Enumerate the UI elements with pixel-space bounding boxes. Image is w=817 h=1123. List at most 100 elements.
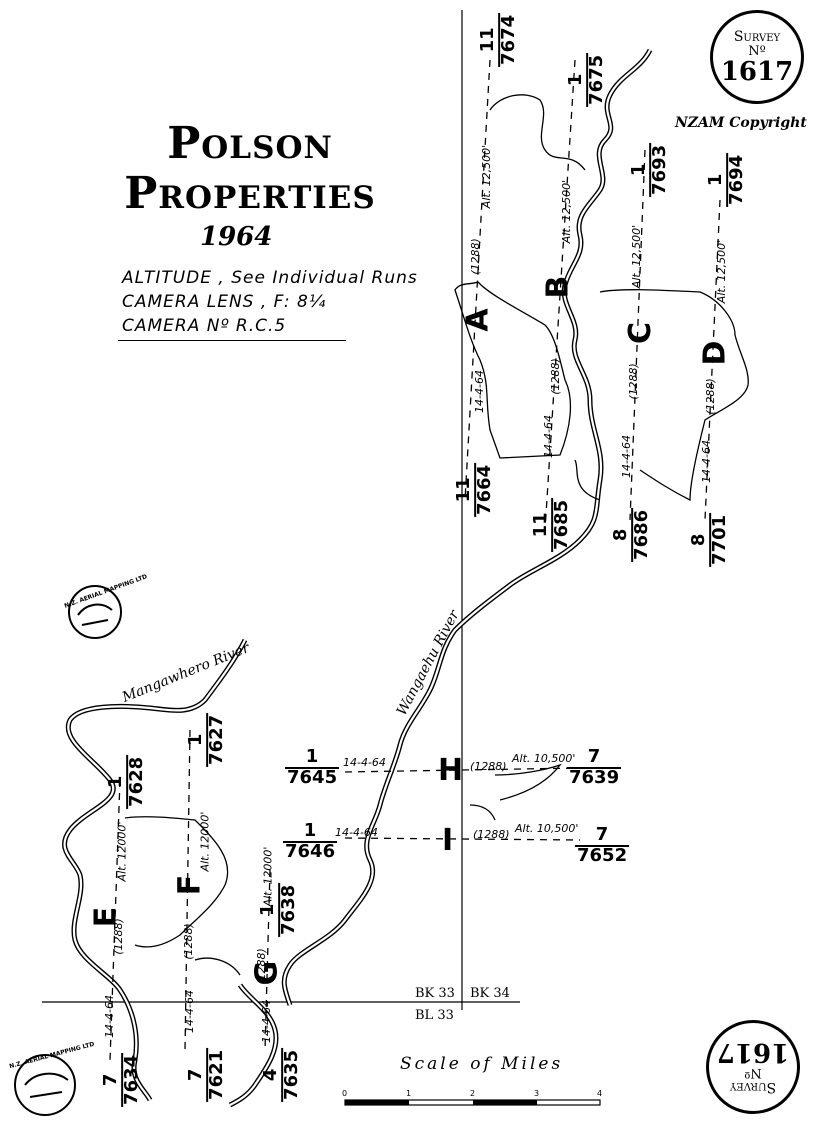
roll-label-h: (1288) bbox=[470, 760, 507, 773]
date-label-g: 14-4-64 bbox=[259, 1000, 273, 1043]
photo-ref-den: 7628 bbox=[126, 754, 148, 809]
photo-ref-7674: 11 7674 bbox=[477, 12, 520, 67]
flight-lines bbox=[109, 59, 721, 1061]
photo-ref-num: 7 bbox=[185, 1068, 207, 1082]
scale-tick-4: 4 bbox=[597, 1089, 603, 1098]
photo-ref-den: 7664 bbox=[474, 462, 496, 517]
photo-ref-num: 1 bbox=[185, 733, 207, 747]
photo-ref-den: 7685 bbox=[551, 497, 573, 552]
roll-label-f: (1288) bbox=[181, 923, 195, 960]
run-letter-a: A bbox=[460, 308, 496, 332]
photo-ref-num: 11 bbox=[530, 512, 552, 538]
photo-ref-7628: 1 7628 bbox=[105, 754, 148, 809]
photo-ref-7639: 7 7639 bbox=[567, 747, 622, 788]
altitude-info: ALTITUDE , See Individual Runs bbox=[122, 268, 418, 288]
roll-label-b: (1288) bbox=[548, 358, 562, 395]
photo-ref-7652: 7 7652 bbox=[575, 824, 630, 866]
photo-ref-den: 7652 bbox=[575, 844, 630, 866]
date-label-i: 14-4-64 bbox=[335, 826, 378, 839]
date-label-h: 14-4-64 bbox=[343, 756, 386, 769]
photo-ref-den: 7634 bbox=[121, 1052, 143, 1107]
run-letter-c: C bbox=[623, 321, 659, 345]
roll-label-i: (1288) bbox=[473, 828, 510, 841]
roll-label-a: (1288) bbox=[468, 238, 482, 275]
photo-ref-num: 1 bbox=[105, 775, 127, 789]
info-underline bbox=[118, 340, 346, 341]
run-letter-i: I bbox=[442, 823, 454, 858]
photo-ref-7686: 8 7686 bbox=[610, 507, 653, 562]
run-letter-h: H bbox=[438, 753, 464, 788]
roll-label-d: (1288) bbox=[703, 378, 717, 415]
photo-ref-7645: 1 7645 bbox=[285, 747, 340, 788]
date-label-f: 14-4-64 bbox=[182, 990, 196, 1033]
survey-number: 1617 bbox=[720, 57, 794, 87]
run-letter-f: F bbox=[172, 874, 208, 896]
photo-ref-den: 7694 bbox=[726, 152, 748, 207]
alt-label-b: Alt. 12,500' bbox=[560, 179, 574, 244]
photo-ref-num: 7 bbox=[595, 824, 609, 845]
survey-stamp-top: Survey Nº 1617 bbox=[710, 10, 804, 104]
date-label-a: 14-4-64 bbox=[472, 370, 486, 413]
roll-label-e: (1288) bbox=[111, 918, 125, 955]
nz-aerial-mapping-logo-bottom bbox=[14, 1054, 76, 1116]
alt-label-a: Alt. 12,500' bbox=[480, 144, 494, 209]
date-label-e: 14-4-64 bbox=[102, 995, 116, 1038]
photo-ref-num: 4 bbox=[260, 1068, 282, 1082]
date-label-d: 14-4-64 bbox=[699, 440, 713, 483]
photo-ref-7693: 1 7693 bbox=[628, 142, 671, 197]
photo-ref-den: 7686 bbox=[631, 507, 653, 562]
photo-ref-num: 1 bbox=[257, 903, 279, 917]
photo-ref-7694: 1 7694 bbox=[705, 152, 748, 207]
photo-ref-7646: 1 7646 bbox=[283, 820, 338, 862]
grid-label-bl33: BL 33 bbox=[415, 1008, 454, 1023]
survey-no: Nº bbox=[748, 44, 766, 59]
photo-ref-7664: 11 7664 bbox=[453, 462, 496, 517]
alt-label-f: Alt. 12000' bbox=[198, 811, 212, 872]
copyright-notice: NZAM Copyright bbox=[675, 115, 807, 131]
property-boundaries bbox=[124, 94, 749, 976]
mangawhero-river bbox=[62, 638, 279, 1108]
scale-bar bbox=[344, 1099, 601, 1106]
grid-label-bk33: BK 33 bbox=[415, 986, 455, 1001]
title-line-1: Polson bbox=[167, 118, 333, 169]
photo-ref-num: 8 bbox=[688, 533, 710, 547]
photo-ref-den: 7627 bbox=[206, 712, 228, 767]
photo-ref-num: 1 bbox=[303, 820, 317, 841]
photo-ref-num: 1 bbox=[565, 73, 587, 87]
survey-stamp-bottom: Survey Nº 1617 bbox=[706, 1020, 800, 1114]
lens-info: CAMERA LENS , F: 8¼ bbox=[122, 292, 327, 312]
title-line-2: Properties bbox=[124, 168, 376, 219]
scale-tick-2: 2 bbox=[470, 1089, 476, 1098]
photo-ref-den: 7635 bbox=[281, 1047, 303, 1102]
photo-ref-den: 7646 bbox=[283, 840, 338, 862]
roll-label-g: (1288) bbox=[254, 948, 268, 985]
photo-ref-num: 8 bbox=[610, 528, 632, 542]
photo-ref-7701: 8 7701 bbox=[688, 512, 731, 567]
survey-number: 1617 bbox=[716, 1037, 790, 1067]
alt-label-e: Alt. 12000' bbox=[115, 821, 129, 882]
date-label-c: 14-4-64 bbox=[619, 435, 633, 478]
nz-aerial-mapping-logo-top bbox=[68, 585, 122, 639]
grid-label-bk34: BK 34 bbox=[470, 986, 510, 1001]
alt-label-h: Alt. 10,500' bbox=[512, 752, 576, 765]
photo-ref-num: 1 bbox=[628, 163, 650, 177]
photo-ref-7635: 4 7635 bbox=[260, 1047, 303, 1102]
scale-tick-1: 1 bbox=[406, 1089, 412, 1098]
scale-tick-3: 3 bbox=[534, 1089, 540, 1098]
alt-label-d: Alt. 12,500' bbox=[715, 239, 729, 304]
photo-ref-den: 7621 bbox=[206, 1047, 228, 1102]
photo-ref-den: 7675 bbox=[586, 52, 608, 107]
photo-ref-7634: 7 7634 bbox=[100, 1052, 143, 1107]
alt-label-c: Alt. 12,500' bbox=[630, 224, 644, 289]
photo-ref-den: 7645 bbox=[285, 766, 340, 788]
date-label-b: 14-4-64 bbox=[541, 415, 555, 458]
photo-ref-den: 7674 bbox=[498, 12, 520, 67]
survey-no: Nº bbox=[744, 1065, 762, 1080]
photo-ref-den: 7638 bbox=[278, 882, 300, 937]
photo-ref-7621: 7 7621 bbox=[185, 1047, 228, 1102]
photo-ref-den: 7701 bbox=[709, 512, 731, 567]
photo-ref-den: 7693 bbox=[649, 142, 671, 197]
photo-ref-num: 11 bbox=[477, 27, 499, 53]
run-letter-b: B bbox=[540, 275, 576, 299]
